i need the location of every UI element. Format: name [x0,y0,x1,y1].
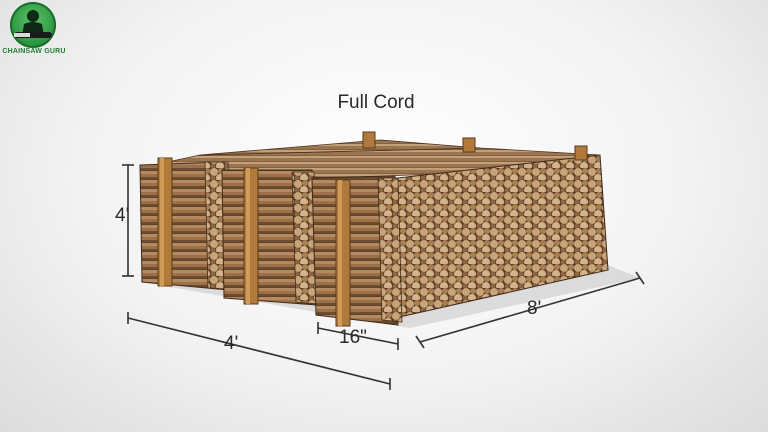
stack-row-2 [221,169,319,306]
dimension-width-line [127,312,391,390]
dimension-length-line [415,271,645,349]
logo-text: CHAINSAW GURU [2,48,66,55]
stack-row-1 [139,161,233,291]
depth-label: 16" [339,327,367,348]
page-title: Full Cord [337,92,415,113]
height-label: 4' [115,205,130,226]
stack-end-face [379,154,609,319]
logo: CHAINSAW GURU [0,0,68,62]
stack-row-3 [311,175,403,326]
dimension-height-line [122,164,134,277]
support-posts [157,131,588,327]
width-label: 4' [224,333,239,354]
dimension-depth-line [317,322,399,350]
length-label: 8' [527,298,542,319]
chainsaw-man-icon [10,2,56,48]
